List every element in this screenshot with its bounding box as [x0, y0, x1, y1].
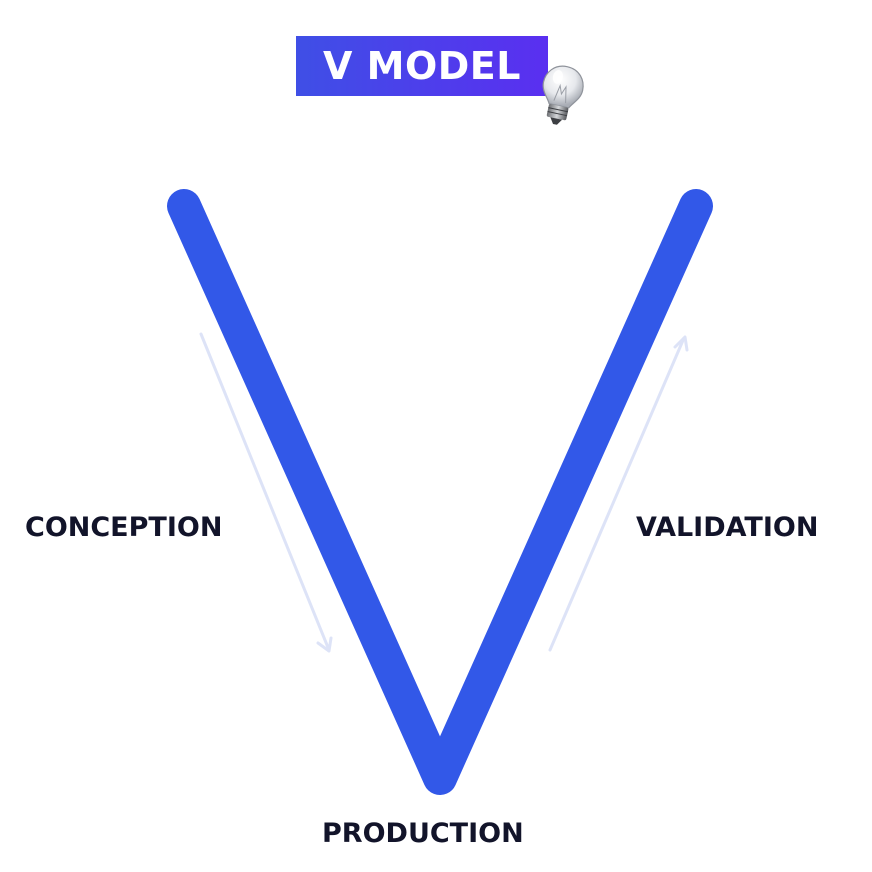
validation-label: VALIDATION [636, 512, 819, 543]
production-label: PRODUCTION [322, 818, 524, 849]
down-arrow [199, 332, 333, 653]
page-title: V MODEL [323, 44, 521, 88]
v-shape [167, 189, 713, 795]
lightbulb-icon [542, 65, 584, 125]
up-arrow [548, 335, 689, 652]
conception-label: CONCEPTION [25, 512, 223, 543]
title-banner: V MODEL [296, 36, 548, 96]
